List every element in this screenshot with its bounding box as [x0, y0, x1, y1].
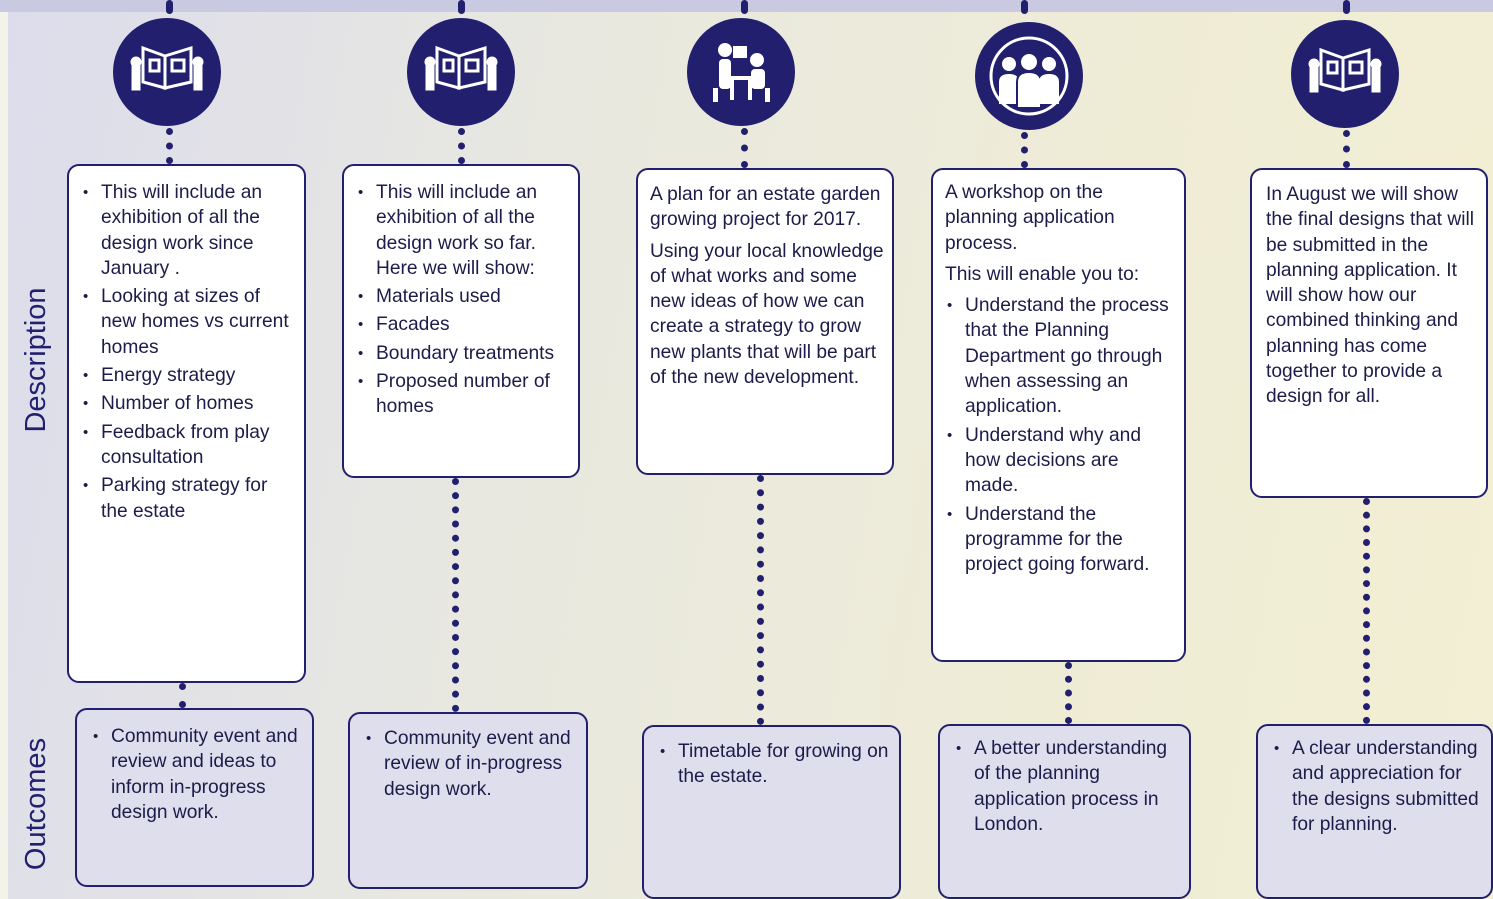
outcome-box: A better understanding of the planning a… [938, 724, 1191, 899]
connector [1363, 498, 1370, 724]
list-item: Understand why and how decisions are mad… [945, 423, 1176, 499]
connector [741, 128, 748, 168]
group-of-people-icon [975, 22, 1083, 130]
connector [179, 683, 186, 708]
connector [166, 128, 173, 164]
list-item: This will include an exhibition of all t… [356, 180, 570, 281]
connector [452, 478, 459, 712]
description-label: Description [20, 287, 52, 433]
list-item: Number of homes [81, 391, 296, 417]
description-list: Understand the process that the Planning… [945, 293, 1176, 577]
workshop-table-icon [687, 18, 795, 126]
list-item: Timetable for growing on the estate. [658, 739, 891, 790]
connector [1021, 132, 1028, 168]
description-box: A workshop on the planning application p… [931, 168, 1186, 662]
connector [458, 128, 465, 164]
list-item: Boundary treatments [356, 341, 570, 367]
outcome-box: Timetable for growing on the estate. [642, 725, 901, 899]
connector [1021, 0, 1028, 14]
list-item: Parking strategy for the estate [81, 473, 296, 524]
description-list: This will include an exhibition of all t… [356, 180, 570, 420]
list-item: A clear understanding and appreciation f… [1272, 736, 1483, 837]
connector [166, 0, 173, 14]
list-item: Community event and review and ideas to … [91, 724, 304, 825]
list-item: Understand the programme for the project… [945, 502, 1176, 578]
connector [1343, 130, 1350, 168]
description-text: In August we will show the final designs… [1266, 184, 1474, 408]
list-item: Feedback from play consultation [81, 420, 296, 471]
list-item: Materials used [356, 284, 570, 310]
list-item: This will include an exhibition of all t… [81, 180, 296, 281]
outcome-box: Community event and review of in-progres… [348, 712, 588, 889]
list-item: Community event and review of in-progres… [364, 726, 578, 802]
description-box: This will include an exhibition of all t… [342, 164, 580, 478]
description-text: A plan for an estate garden growing proj… [650, 184, 881, 231]
description-box: This will include an exhibition of all t… [67, 164, 306, 683]
list-item: Facades [356, 312, 570, 338]
description-list: This will include an exhibition of all t… [81, 180, 296, 524]
list-item: Energy strategy [81, 363, 296, 389]
exhibition-icon [1291, 20, 1399, 128]
exhibition-icon [113, 18, 221, 126]
list-item: Understand the process that the Planning… [945, 293, 1176, 419]
outcome-box: Community event and review and ideas to … [75, 708, 314, 887]
left-edge [0, 12, 8, 899]
connector [741, 0, 748, 14]
list-item: A better understanding of the planning a… [954, 736, 1181, 837]
connector [1343, 0, 1350, 14]
connector [458, 0, 465, 14]
exhibition-icon [407, 18, 515, 126]
description-text: This will enable you to: [945, 263, 1140, 285]
description-text: Using your local knowledge of what works… [650, 240, 884, 389]
description-text: A workshop on the planning application p… [945, 182, 1115, 254]
connector [757, 475, 764, 725]
outcomes-label: Outcomes [20, 737, 52, 871]
description-box: A plan for an estate garden growing proj… [636, 168, 894, 475]
list-item: Proposed number of homes [356, 369, 570, 420]
connector [1065, 662, 1072, 724]
list-item: Looking at sizes of new homes vs current… [81, 284, 296, 360]
outcome-box: A clear understanding and appreciation f… [1256, 724, 1493, 899]
description-box: In August we will show the final designs… [1250, 168, 1488, 498]
